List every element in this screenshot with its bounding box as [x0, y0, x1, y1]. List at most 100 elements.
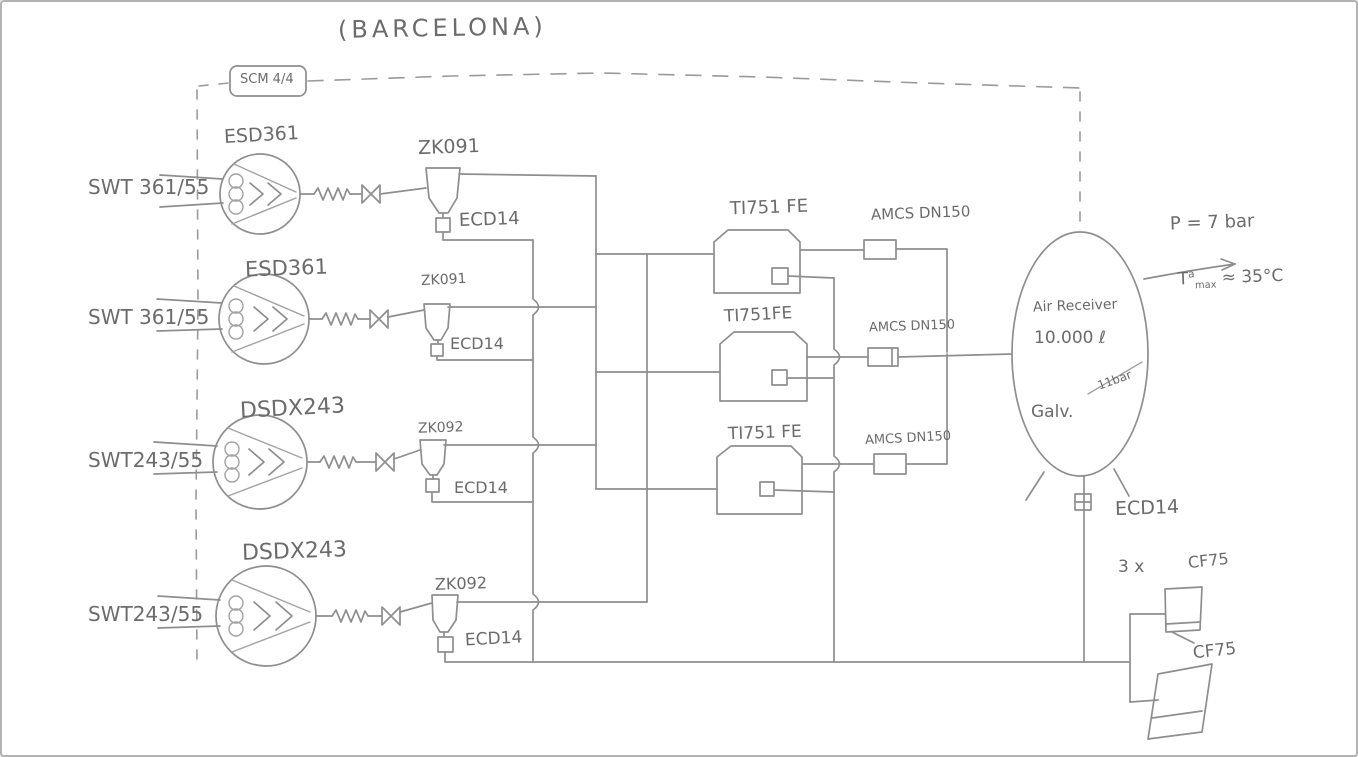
- flow-chevrons-icon: [275, 601, 293, 631]
- compressor-model-label: DSDX243: [239, 393, 346, 424]
- flex-connector-icon: [321, 312, 359, 326]
- drain-pipe: [436, 355, 534, 361]
- pipe-label: AMCS DN150: [868, 317, 956, 336]
- boundary-label: SCM 4/4: [240, 72, 294, 87]
- output-pressure-label: P = 7 bar: [1169, 210, 1255, 235]
- cf75-filters: [1129, 586, 1213, 740]
- motor-coil-icon: [228, 595, 244, 611]
- filter-body: [716, 445, 803, 515]
- condensate-drain-network: [444, 239, 1131, 663]
- dryer-1: [425, 167, 534, 241]
- ti751-filter-2: [719, 331, 869, 402]
- flow-chevrons-icon: [253, 601, 271, 631]
- compressor-model-label: ESD361: [244, 254, 329, 282]
- compressor-circle: [218, 273, 310, 365]
- dryer-3: [419, 439, 534, 503]
- valve-icon: [361, 184, 381, 204]
- motor-coil-icon: [228, 608, 244, 624]
- dryer-4: [431, 594, 459, 663]
- pipe-element: [863, 239, 897, 260]
- valve-icon: [369, 309, 389, 329]
- motor-coil-icon: [224, 441, 240, 457]
- pipe-label: AMCS DN150: [870, 202, 971, 224]
- system-boundary: [195, 65, 1081, 665]
- cf75-inner-line-1: [1165, 621, 1201, 625]
- amcs-pipe-2: [867, 347, 1013, 367]
- cf75-body-1: [1164, 586, 1203, 633]
- pipe: [905, 353, 948, 465]
- motor-coil-icon: [228, 311, 244, 327]
- filter-label: TI751 FE: [727, 421, 803, 445]
- compressor-chord: [231, 579, 311, 653]
- filter-drain-square: [771, 369, 788, 386]
- compressor-circle: [219, 153, 301, 235]
- flex-connector-icon: [313, 187, 351, 201]
- motor-coil-icon: [224, 467, 240, 483]
- compressor-unit-label: SWT243/55: [88, 448, 204, 472]
- inlet-lines: [153, 441, 218, 475]
- drain-pipe: [442, 231, 534, 241]
- filter-drain-pipe: [787, 275, 835, 279]
- receiver-leg: [1025, 471, 1045, 501]
- valve-icon: [375, 452, 395, 472]
- drain-trap-square: [435, 217, 451, 233]
- temp-superscript: a: [1187, 268, 1195, 281]
- compressor-model-label: DSDX243: [241, 537, 348, 566]
- motor-coil-icon: [224, 454, 240, 470]
- compressor-unit-label: SWT 361/55: [88, 305, 210, 329]
- valve-icon: [381, 606, 401, 626]
- compressor-chord: [231, 163, 297, 225]
- air-pipe-row1: [458, 173, 597, 177]
- compressor-4: [157, 565, 433, 667]
- inlet-lines: [159, 174, 224, 208]
- flow-chevrons-icon: [253, 306, 269, 332]
- dryer-body: [425, 167, 461, 214]
- boundary-top-dashed-line: [307, 72, 1081, 89]
- air-manifold: [443, 173, 721, 603]
- outlet-arrow: [1143, 258, 1236, 280]
- cf75-count: 3 x: [1118, 557, 1145, 577]
- temp-value: ≈ 35°C: [1221, 265, 1284, 288]
- dryer-body: [431, 594, 459, 633]
- dryer-label: ZK091: [417, 134, 481, 160]
- receiver-vessel: [1011, 231, 1149, 477]
- drain-riser-right: [833, 277, 841, 663]
- drain-trap-square: [425, 478, 440, 493]
- pipe-to-receiver: [897, 353, 1013, 358]
- dryer-label: ZK091: [420, 270, 467, 290]
- pipe-element: [867, 347, 899, 367]
- filter-label: TI751 FE: [729, 195, 809, 220]
- compressor-chord: [231, 285, 305, 353]
- diagram-title: (BARCELONA): [337, 12, 548, 44]
- pipe: [379, 187, 427, 195]
- cf75-tail-1: [1171, 631, 1195, 644]
- flow-chevrons-icon: [248, 448, 265, 476]
- flow-chevrons-icon: [272, 306, 288, 332]
- air-receiver: [1011, 231, 1149, 663]
- ti751-filter-3: [716, 445, 875, 515]
- dryer-body: [419, 439, 447, 476]
- filter-body: [713, 229, 801, 294]
- filter-drain-pipe: [773, 489, 835, 493]
- compressor-chord: [227, 427, 303, 497]
- pipe-element: [873, 453, 907, 475]
- compressor-circle: [212, 414, 308, 510]
- motor-coil-icon: [228, 173, 244, 189]
- filter-drain-square: [759, 481, 775, 497]
- filter-label: TI751FE: [723, 303, 793, 327]
- filter-body: [719, 331, 808, 402]
- flow-chevrons-icon: [268, 448, 285, 476]
- compressor-2: [156, 273, 425, 365]
- receiver-capacity: 10.000 ℓ: [1034, 328, 1106, 348]
- drain-label: ECD14: [454, 478, 508, 497]
- pipe: [387, 309, 425, 318]
- pressure-slash: [1087, 361, 1143, 395]
- dryer-label: ZK092: [417, 419, 464, 437]
- pipe: [393, 449, 421, 460]
- amcs-pipe-3: [873, 353, 948, 475]
- boundary-left-link: [198, 82, 230, 87]
- flex-connector-icon: [331, 609, 369, 623]
- drain-label: ECD14: [464, 627, 523, 651]
- receiver-name: Air Receiver: [1032, 296, 1118, 316]
